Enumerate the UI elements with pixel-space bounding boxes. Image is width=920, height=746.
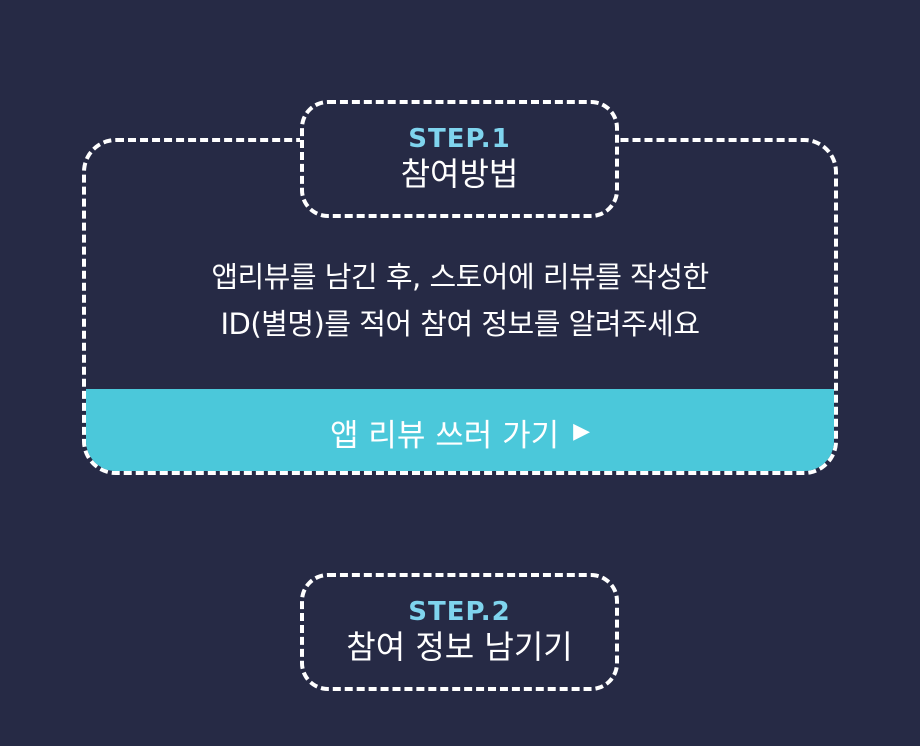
step1-card: 앱리뷰를 남긴 후, 스토어에 리뷰를 작성한 ID(별명)를 적어 참여 정보… [82, 138, 838, 475]
step2-tag: STEP.2 참여 정보 남기기 [300, 573, 619, 691]
write-review-button[interactable]: 앱 리뷰 쓰러 가기 ▶ [86, 389, 834, 471]
play-arrow-icon: ▶ [573, 419, 591, 444]
step1-title: 참여방법 [400, 155, 519, 193]
step2-label: STEP.2 [408, 597, 511, 627]
step1-description-line2: ID(별명)를 적어 참여 정보를 알려주세요 [220, 307, 700, 341]
write-review-button-label: 앱 리뷰 쓰러 가기 [329, 417, 560, 454]
step1-description-line1: 앱리뷰를 남긴 후, 스토어에 리뷰를 작성한 [211, 260, 709, 294]
step1-description: 앱리뷰를 남긴 후, 스토어에 리뷰를 작성한 ID(별명)를 적어 참여 정보… [86, 254, 834, 348]
step1-label: STEP.1 [408, 124, 511, 154]
step2-title: 참여 정보 남기기 [346, 628, 573, 666]
step1-tag: STEP.1 참여방법 [300, 100, 619, 218]
